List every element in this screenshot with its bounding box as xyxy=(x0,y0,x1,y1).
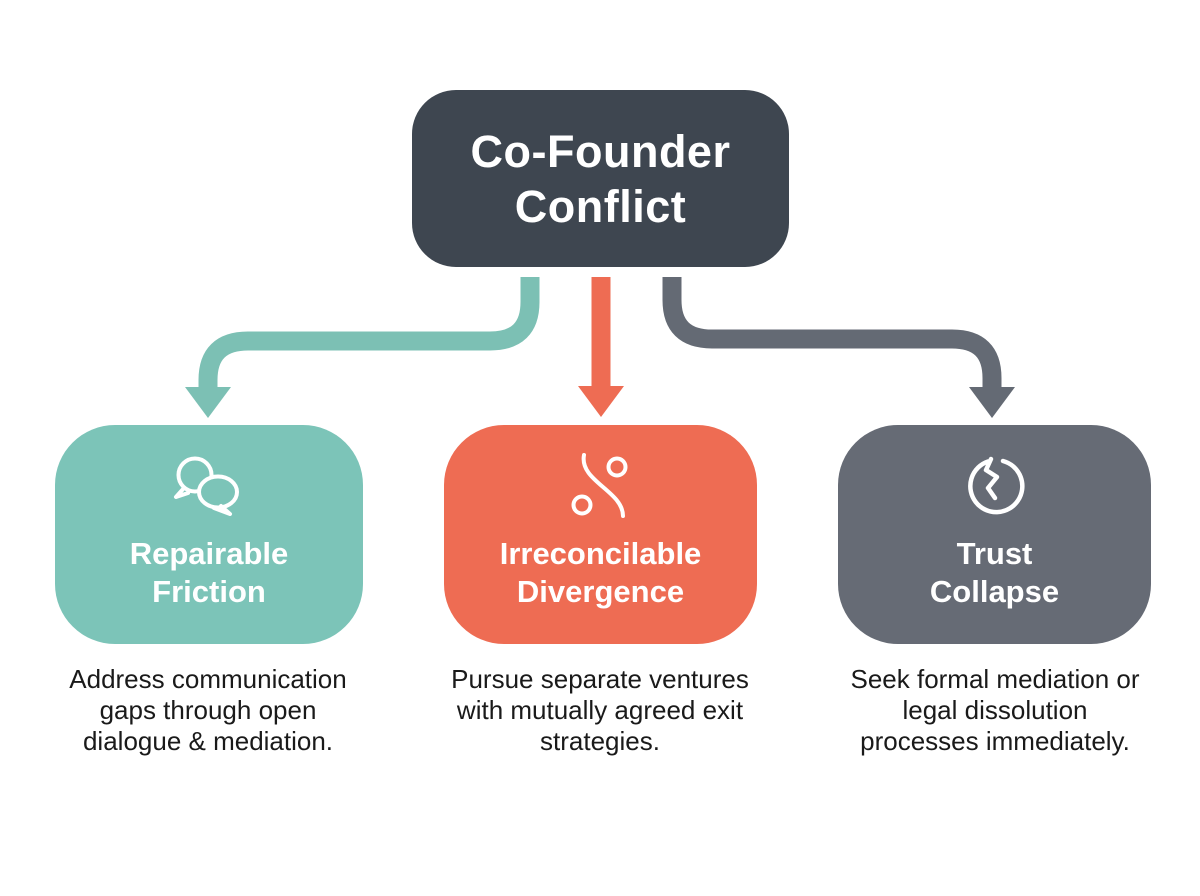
chat-bubbles-icon xyxy=(174,456,239,516)
description-irreconcilable-divergence: Pursue separate ventures with mutually a… xyxy=(451,664,749,756)
branch-title-line1: Repairable xyxy=(129,536,289,571)
icon-wrap xyxy=(571,449,631,521)
cracked-circle-icon xyxy=(967,456,1025,515)
branch-title-line1: Irreconcilable xyxy=(499,536,702,571)
arrow-to-repairable-friction xyxy=(185,277,540,418)
node-trust-collapse: Trust Collapse xyxy=(838,425,1151,644)
arrow-to-irreconcilable-divergence xyxy=(578,277,624,417)
arrow-head xyxy=(578,386,624,417)
icon-wrap xyxy=(963,449,1027,521)
branch-title-line1: Trust xyxy=(956,536,1033,571)
root-title-line1: Co-Founder xyxy=(470,125,731,177)
root-title-line2: Conflict xyxy=(514,180,687,232)
arrow-shaft xyxy=(662,277,1002,390)
description-repairable-friction: Address communication gaps through open … xyxy=(69,664,347,756)
branch-title: Repairable Friction xyxy=(130,535,289,611)
node-co-founder-conflict: Co-Founder Conflict xyxy=(412,90,789,267)
node-repairable-friction: Repairable Friction xyxy=(55,425,363,644)
branch-title-line2: Friction xyxy=(152,574,266,609)
branch-title: Irreconcilable Divergence xyxy=(500,535,702,611)
root-node-title: Co-Founder Conflict xyxy=(471,124,731,234)
arrow-head xyxy=(185,387,231,418)
branch-title: Trust Collapse xyxy=(930,535,1059,611)
arrow-shaft xyxy=(198,277,540,390)
node-irreconcilable-divergence: Irreconcilable Divergence xyxy=(444,425,757,644)
arrow-head xyxy=(969,387,1015,418)
arrow-to-trust-collapse xyxy=(662,277,1015,418)
diverging-paths-icon xyxy=(571,453,627,518)
branch-title-line2: Collapse xyxy=(929,574,1060,609)
icon-wrap xyxy=(170,449,248,521)
description-trust-collapse: Seek formal mediation or legal dissoluti… xyxy=(850,664,1140,756)
branch-title-line2: Divergence xyxy=(516,574,685,609)
